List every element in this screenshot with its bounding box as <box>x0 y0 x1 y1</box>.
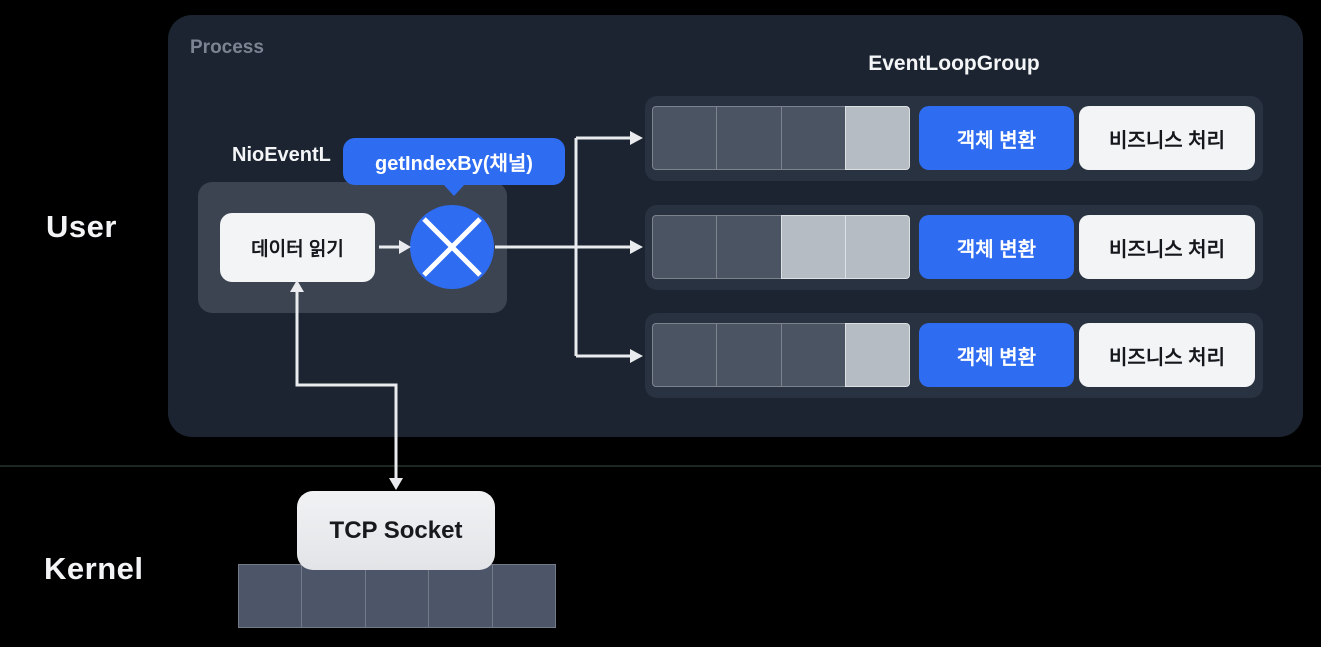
user-space-label: User <box>46 209 117 244</box>
object-transform-box: 객체 변환 <box>919 215 1074 279</box>
process-title: Process <box>190 37 264 58</box>
arrowhead-into-tcp-socket <box>389 478 403 490</box>
user-kernel-divider <box>0 465 1321 467</box>
queue-cell <box>652 106 718 170</box>
buffer-cell <box>491 564 557 628</box>
kernel-space-label: Kernel <box>44 551 144 586</box>
queue-cell <box>844 106 910 170</box>
business-process-box: 비즈니스 처리 <box>1079 106 1255 170</box>
process-panel: Process EventLoopGroup NioEventL 데이터 읽기 … <box>168 15 1303 437</box>
task-queue <box>652 323 910 387</box>
business-process-box: 비즈니스 처리 <box>1079 215 1255 279</box>
buffer-cell <box>364 564 430 628</box>
queue-cell <box>652 323 718 387</box>
data-read-box: 데이터 읽기 <box>220 213 375 282</box>
buffer-cell <box>238 564 303 628</box>
get-index-by-tooltip: getIndexBy(채널) <box>343 138 565 196</box>
event-loop-row: 객체 변환 비즈니스 처리 <box>645 313 1263 398</box>
channel-selector-icon <box>410 205 494 289</box>
queue-cell <box>780 215 846 279</box>
business-process-box: 비즈니스 처리 <box>1079 323 1255 387</box>
task-queue <box>652 106 910 170</box>
queue-cell <box>780 106 846 170</box>
queue-cell <box>716 215 782 279</box>
tooltip-tail <box>443 184 465 196</box>
event-loop-group-title: EventLoopGroup <box>868 52 1040 75</box>
buffer-cell <box>428 564 493 628</box>
queue-cell <box>716 106 782 170</box>
event-loop-row: 객체 변환 비즈니스 처리 <box>645 96 1263 181</box>
queue-cell <box>652 215 718 279</box>
kernel-socket-buffer <box>238 564 557 628</box>
nio-event-loop-label: NioEventL <box>232 144 331 166</box>
queue-cell <box>780 323 846 387</box>
queue-cell <box>844 323 910 387</box>
event-loop-row: 객체 변환 비즈니스 처리 <box>645 205 1263 290</box>
get-index-by-label: getIndexBy(채널) <box>375 153 533 175</box>
task-queue <box>652 215 910 279</box>
tcp-socket-box: TCP Socket <box>297 491 495 570</box>
queue-cell <box>844 215 910 279</box>
queue-cell <box>716 323 782 387</box>
object-transform-box: 객체 변환 <box>919 106 1074 170</box>
buffer-cell <box>301 564 366 628</box>
object-transform-box: 객체 변환 <box>919 323 1074 387</box>
